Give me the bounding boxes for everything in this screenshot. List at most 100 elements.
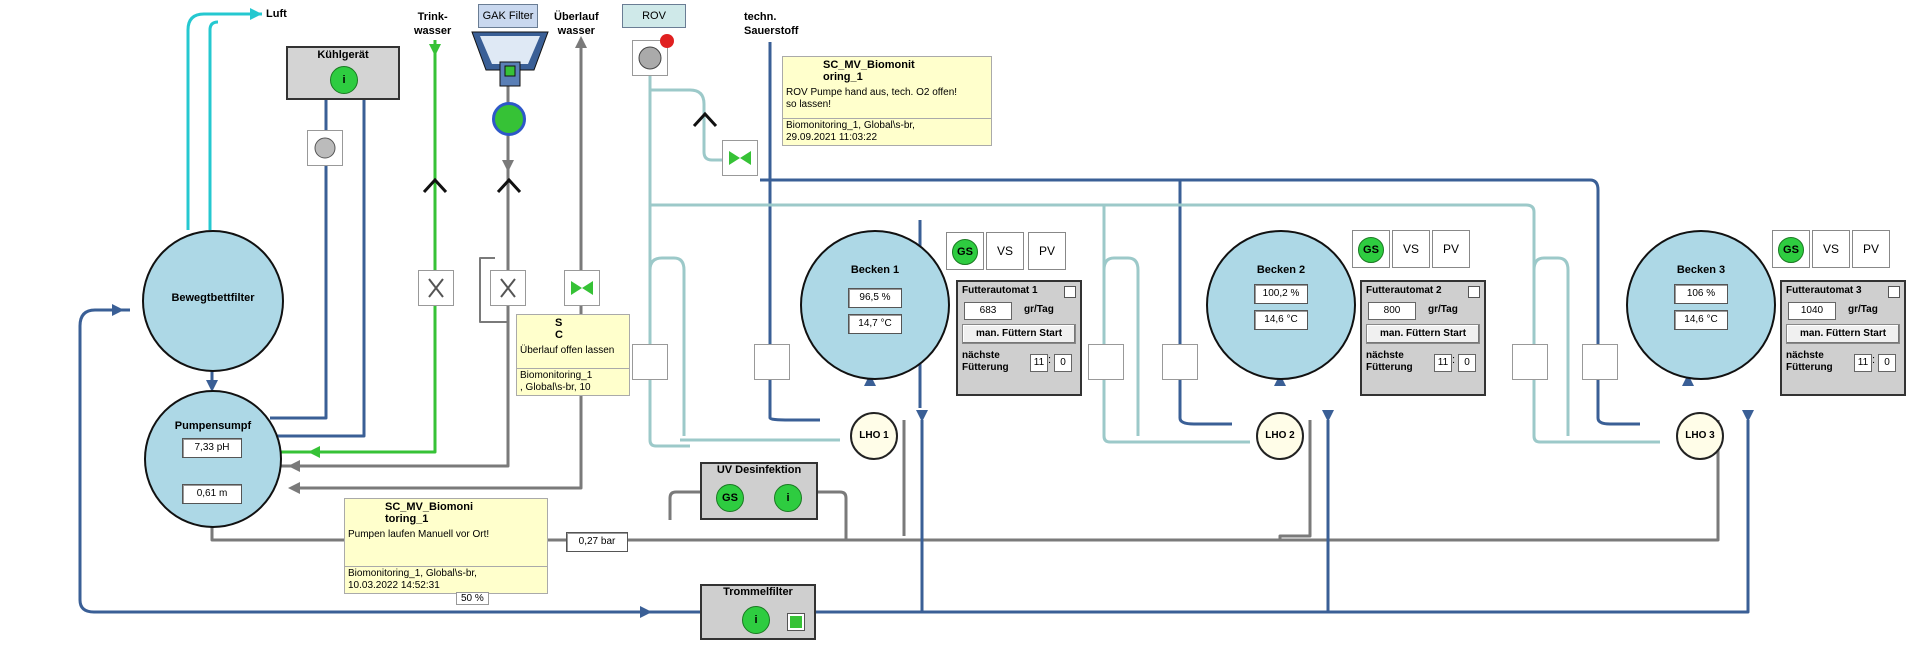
lho-2-unit[interactable]: LHO 2 [1256, 412, 1304, 460]
b2-valve-icon-2[interactable] [1162, 344, 1198, 380]
becken-2-gs-button[interactable]: GS [1352, 230, 1390, 268]
bewegtbettfilter-tank[interactable]: Bewegtbettfilter [142, 230, 284, 372]
bewegtbettfilter-title: Bewegtbettfilter [171, 292, 255, 304]
futterautomat-3-checkbox[interactable] [1888, 286, 1900, 298]
becken-2-tank[interactable]: Becken 2 100,2 % 14,6 °C [1206, 230, 1356, 380]
futterautomat-1-panel: Futterautomat 1 683 gr/Tag man. Füttern … [956, 280, 1082, 396]
rov-note-title: SC_MV_Biomonit oring_1 [823, 59, 915, 83]
rov-valve-icon[interactable] [722, 140, 758, 176]
futterautomat-3-amount[interactable]: 1040 [1788, 302, 1836, 320]
becken-1-pv-button[interactable]: PV [1028, 232, 1066, 270]
uv-panel[interactable]: UV Desinfektion GS i [700, 462, 818, 520]
manual-valve-icon[interactable] [490, 270, 526, 306]
becken-3-title: Becken 3 [1676, 264, 1726, 276]
check-valve-icon[interactable] [420, 176, 450, 196]
becken-3-gs-button[interactable]: GS [1772, 230, 1810, 268]
lho-1-unit[interactable]: LHO 1 [850, 412, 898, 460]
becken-1-tank[interactable]: Becken 1 96,5 % 14,7 °C [800, 230, 950, 380]
rov-button[interactable]: ROV [622, 4, 686, 28]
b1-valve-icon[interactable] [754, 344, 790, 380]
futterautomat-1-start-button[interactable]: man. Füttern Start [962, 324, 1076, 344]
uv-title: UV Desinfektion [716, 464, 802, 476]
becken-3-tank[interactable]: Becken 3 106 % 14,6 °C [1626, 230, 1776, 380]
check-valve-icon[interactable] [494, 176, 524, 196]
manual-valve-icon[interactable] [418, 270, 454, 306]
luft-label: Luft [266, 8, 287, 20]
futterautomat-2-amount[interactable]: 800 [1368, 302, 1416, 320]
cooling-pump-icon[interactable] [307, 130, 343, 166]
trommelfilter-title: Trommelfilter [723, 586, 793, 598]
b1-inlet-valve-icon[interactable] [632, 344, 668, 380]
lho-3-unit[interactable]: LHO 3 [1676, 412, 1724, 460]
rov-note[interactable]: SC_MV_Biomonit oring_1 ROV Pumpe hand au… [782, 56, 992, 146]
pumpen-note[interactable]: SC_MV_Biomoni toring_1 Pumpen laufen Man… [344, 498, 548, 594]
ueberlauf-note[interactable]: S C Überlauf offen lassen Biomonitoring_… [516, 314, 630, 396]
futterautomat-1-minute[interactable]: 0 [1054, 354, 1072, 372]
futterautomat-1-next-label: nächste Fütterung [962, 350, 1009, 373]
gak-filter-button[interactable]: GAK Filter [478, 4, 538, 28]
futterautomat-3-minute[interactable]: 0 [1878, 354, 1896, 372]
futterautomat-2-minute[interactable]: 0 [1458, 354, 1476, 372]
pumpensumpf-tank[interactable]: Pumpensumpf 7,33 pH 0,61 m [144, 390, 282, 528]
becken-1-gs-button[interactable]: GS [946, 232, 984, 270]
hidden-value: 50 % [456, 592, 489, 605]
futterautomat-2-hour[interactable]: 11 [1434, 354, 1452, 372]
trommelfilter-info-icon[interactable]: i [742, 606, 770, 634]
uv-gs-icon[interactable]: GS [716, 484, 744, 512]
becken-1-title: Becken 1 [850, 264, 900, 276]
gak-pipe [278, 70, 510, 468]
rov-pipe [648, 70, 690, 448]
futterautomat-1-title: Futterautomat 1 [962, 285, 1038, 296]
becken-2-vs-button[interactable]: VS [1392, 230, 1430, 268]
futterautomat-2-checkbox[interactable] [1468, 286, 1480, 298]
b2-valve-icon[interactable] [1088, 344, 1124, 380]
pumpensumpf-title: Pumpensumpf [174, 420, 252, 432]
becken-3-vs-button[interactable]: VS [1812, 230, 1850, 268]
sauerstoff-label: techn. Sauerstoff [744, 11, 799, 37]
futterautomat-1-checkbox[interactable] [1064, 286, 1076, 298]
futterautomat-1-amount[interactable]: 683 [964, 302, 1012, 320]
trommelfilter-panel[interactable]: Trommelfilter i [700, 584, 816, 640]
uv-info-icon[interactable]: i [774, 484, 802, 512]
main-return-loop [78, 308, 700, 614]
arrow [288, 460, 300, 472]
kuehlgeraet-panel[interactable]: Kühlgerät i [286, 46, 400, 100]
futterautomat-3-hour[interactable]: 11 [1854, 354, 1872, 372]
futterautomat-3-panel: Futterautomat 3 1040 gr/Tag man. Füttern… [1780, 280, 1906, 396]
check-valve-icon[interactable] [690, 110, 720, 130]
trommel-right [814, 420, 1750, 614]
becken-2-title: Becken 2 [1256, 264, 1306, 276]
gak-pump-icon[interactable] [492, 102, 526, 136]
b3-valve-icon-2[interactable] [1582, 344, 1618, 380]
futterautomat-2-unit: gr/Tag [1428, 304, 1458, 315]
futterautomat-2-panel: Futterautomat 2 800 gr/Tag man. Füttern … [1360, 280, 1486, 396]
arrow [864, 374, 876, 386]
futterautomat-3-start-button[interactable]: man. Füttern Start [1786, 324, 1900, 344]
becken-3-temp-value: 14,6 °C [1674, 310, 1728, 330]
ueberlauf-valve-icon[interactable] [564, 270, 600, 306]
futterautomat-2-start-button[interactable]: man. Füttern Start [1366, 324, 1480, 344]
futterautomat-3-title: Futterautomat 3 [1786, 285, 1862, 296]
becken-1-vs-button[interactable]: VS [986, 232, 1024, 270]
becken-2-pv-button[interactable]: PV [1432, 230, 1470, 268]
futterautomat-3-next-label: nächste Fütterung [1786, 350, 1833, 373]
teal-header [650, 203, 1660, 444]
becken-1-o2-value: 96,5 % [848, 288, 902, 308]
futterautomat-2-title: Futterautomat 2 [1366, 285, 1442, 296]
becken-3-pv-button[interactable]: PV [1852, 230, 1890, 268]
becken-1-temp-value: 14,7 °C [848, 314, 902, 334]
futterautomat-1-hour[interactable]: 11 [1030, 354, 1048, 372]
rov-note-body: ROV Pumpe hand aus, tech. O2 offen! so l… [786, 87, 958, 110]
b3-valve-icon[interactable] [1512, 344, 1548, 380]
gak-filter-vessel[interactable] [470, 30, 550, 90]
arrow [112, 304, 124, 316]
teal-loop3 [1532, 256, 1570, 436]
futterautomat-1-unit: gr/Tag [1024, 304, 1054, 315]
uv-bypass [668, 490, 700, 520]
teal-loop1 [648, 256, 686, 436]
time-separator: : [1872, 354, 1876, 366]
cooling-pipe-2 [272, 98, 366, 438]
ueberlauf-note-title: S C [555, 317, 563, 341]
kuehlgeraet-info-icon[interactable]: i [330, 66, 358, 94]
trinkwasser-label: Trink- wasser [414, 11, 452, 37]
